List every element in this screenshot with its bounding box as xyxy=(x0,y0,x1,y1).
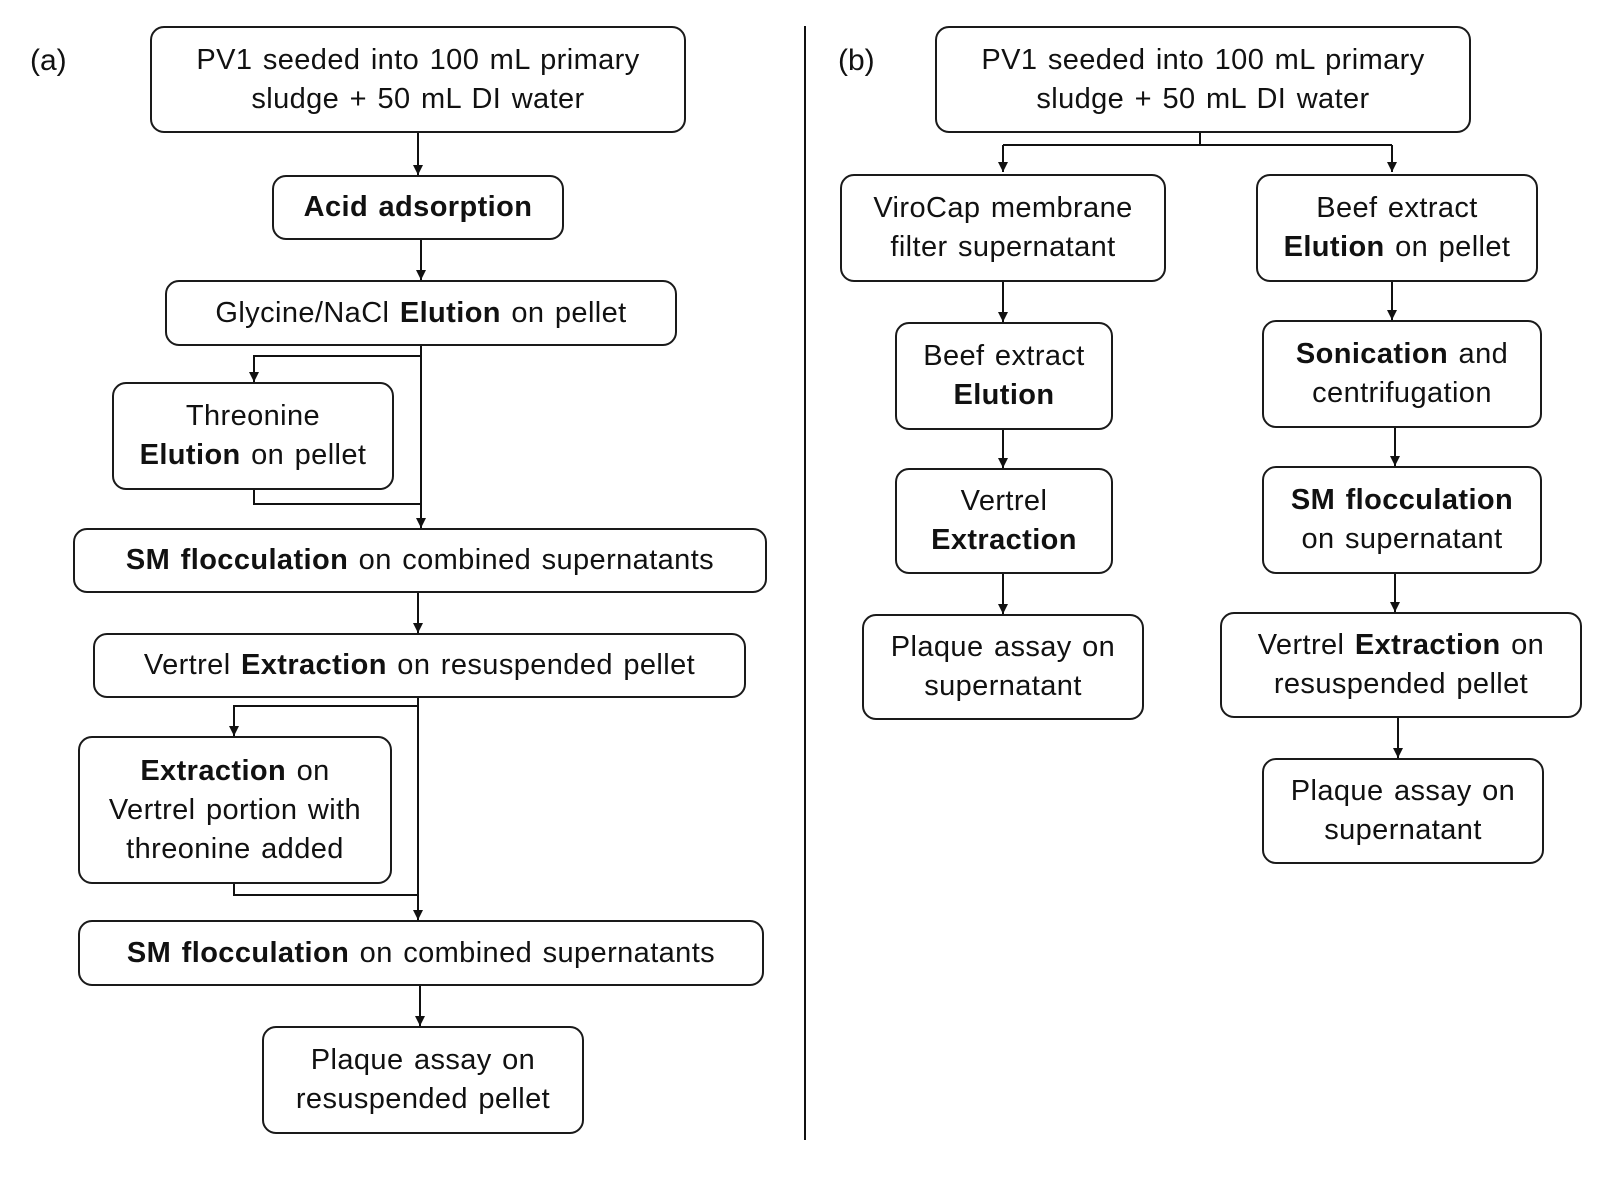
node-b-beef-extract-left: Beef extract Elution xyxy=(895,322,1113,430)
node-b-vertrel-left-emphasis: Extraction xyxy=(931,524,1077,556)
node-a-threonine-elution: Threonine Elution on pellet xyxy=(112,382,394,490)
node-b-virocap-filter: ViroCap membrane filter supernatant xyxy=(840,174,1166,282)
node-b-vertrel-right-emphasis: Extraction xyxy=(1354,629,1501,661)
node-b-vertrel-right-line2: resuspended pellet xyxy=(1273,668,1529,700)
panel-a-label: (a) xyxy=(30,44,67,77)
node-b-sonication-suffix: and xyxy=(1448,338,1509,370)
node-b-seeded-line2: sludge + 50 mL DI water xyxy=(1036,82,1370,115)
node-a-glycine-elution: Glycine/NaCl Elution on pellet xyxy=(165,280,677,346)
node-a-vertrel-prefix: Vertrel xyxy=(143,649,241,681)
node-b-beef-right-line1: Beef extract xyxy=(1316,192,1478,224)
node-b-beef-right-suffix: on pellet xyxy=(1384,231,1511,263)
node-a-glycine-emphasis: Elution xyxy=(399,296,501,329)
line-a-threonine-merge xyxy=(253,490,421,505)
node-b-seeded: PV1 seeded into 100 mL primary sludge + … xyxy=(935,26,1471,133)
node-a-extraction-line3: threonine added xyxy=(126,832,344,865)
node-a-glycine-prefix: Glycine/NaCl xyxy=(215,296,400,329)
node-a-plaque-line2: resuspended pellet xyxy=(295,1083,551,1115)
node-a-plaque-assay: Plaque assay on resuspended pellet xyxy=(262,1026,584,1134)
node-a-sm2-emphasis: SM flocculation xyxy=(126,936,350,969)
node-a-sm1-emphasis: SM flocculation xyxy=(125,544,349,576)
node-a-threonine-suffix: on pellet xyxy=(240,439,367,471)
node-a-extraction-suffix: on xyxy=(286,754,330,787)
node-b-plaque-right: Plaque assay on supernatant xyxy=(1262,758,1544,864)
node-a-sm1-suffix: on combined supernatants xyxy=(348,544,715,576)
line-a-extraction-merge xyxy=(233,884,418,896)
node-b-plaque-left: Plaque assay on supernatant xyxy=(862,614,1144,720)
node-a-seeded: PV1 seeded into 100 mL primary sludge + … xyxy=(150,26,686,133)
node-a-acid-adsorption-text: Acid adsorption xyxy=(303,191,533,223)
node-a-extraction-line2: Vertrel portion with xyxy=(108,793,362,826)
node-b-sonication-line2: centrifugation xyxy=(1312,377,1492,409)
node-a-vertrel-emphasis: Extraction xyxy=(241,649,387,681)
node-b-beef-left-emphasis: Elution xyxy=(953,379,1055,411)
node-b-vertrel-left-line1: Vertrel xyxy=(960,485,1048,517)
node-b-sonication-emphasis: Sonication xyxy=(1295,338,1449,370)
node-b-plaque-right-line1: Plaque assay on xyxy=(1290,775,1516,807)
panel-b-label: (b) xyxy=(838,44,875,77)
node-a-seeded-line1: PV1 seeded into 100 mL primary xyxy=(196,43,640,76)
arrow-a-vertrel-to-extraction xyxy=(229,705,418,736)
node-b-beef-extract-right: Beef extract Elution on pellet xyxy=(1256,174,1538,282)
node-a-threonine-line1: Threonine xyxy=(185,400,321,432)
node-b-virocap-line1: ViroCap membrane xyxy=(873,192,1133,224)
node-a-sm-flocculation-2: SM flocculation on combined supernatants xyxy=(78,920,764,986)
node-a-sm2-suffix: on combined supernatants xyxy=(349,936,716,969)
node-b-sm-right-emphasis: SM flocculation xyxy=(1290,484,1514,516)
node-b-sm-flocculation-right: SM flocculation on supernatant xyxy=(1262,466,1542,574)
node-b-beef-right-emphasis: Elution xyxy=(1283,231,1385,263)
node-a-extraction-threonine: Extraction on Vertrel portion with threo… xyxy=(78,736,392,884)
node-b-vertrel-left: Vertrel Extraction xyxy=(895,468,1113,574)
node-b-sm-right-line2: on supernatant xyxy=(1301,523,1503,555)
node-a-vertrel-extraction: Vertrel Extraction on resuspended pellet xyxy=(93,633,746,698)
node-b-beef-left-line1: Beef extract xyxy=(923,340,1085,372)
node-b-vertrel-right-prefix: Vertrel xyxy=(1257,629,1355,661)
node-a-threonine-emphasis: Elution xyxy=(139,439,241,471)
arrow-a-glycine-to-threonine xyxy=(249,355,421,382)
node-b-vertrel-right: Vertrel Extraction on resuspended pellet xyxy=(1220,612,1582,718)
node-a-vertrel-suffix: on resuspended pellet xyxy=(386,649,696,681)
node-b-sonication: Sonication and centrifugation xyxy=(1262,320,1542,428)
node-b-plaque-right-line2: supernatant xyxy=(1324,814,1482,846)
node-a-sm-flocculation-1: SM flocculation on combined supernatants xyxy=(73,528,767,593)
node-a-seeded-line2: sludge + 50 mL DI water xyxy=(251,82,585,115)
node-b-plaque-left-line2: supernatant xyxy=(924,670,1082,702)
node-b-vertrel-right-suffix: on xyxy=(1500,629,1545,661)
node-b-plaque-left-line1: Plaque assay on xyxy=(890,631,1116,663)
node-a-extraction-emphasis: Extraction xyxy=(140,754,287,787)
node-b-seeded-line1: PV1 seeded into 100 mL primary xyxy=(981,43,1425,76)
node-a-acid-adsorption: Acid adsorption xyxy=(272,175,564,240)
node-a-glycine-suffix: on pellet xyxy=(500,296,627,329)
node-a-plaque-line1: Plaque assay on xyxy=(310,1044,536,1076)
node-b-virocap-line2: filter supernatant xyxy=(890,231,1116,263)
